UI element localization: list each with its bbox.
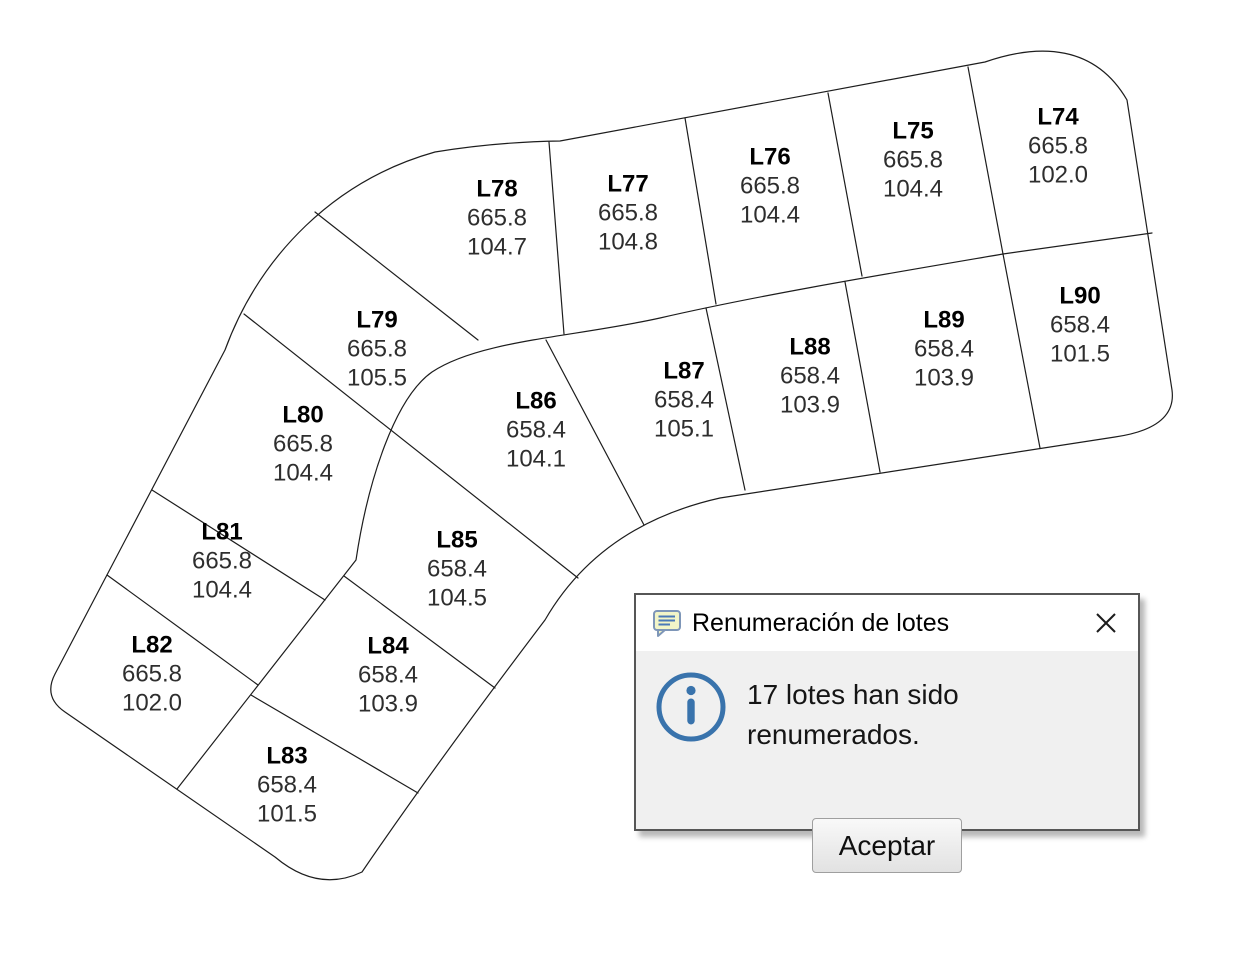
- lot-label-L82: L82: [131, 632, 172, 659]
- lot-label-L78: 665.8: [467, 205, 527, 232]
- dialog-renumeracion-de-lotes: Renumeración de lotes 17 lotes han sido …: [634, 593, 1140, 873]
- lot-divider-l77-l78: [548, 141, 565, 335]
- lot-divider-l79-l80: [243, 313, 579, 579]
- lot-label-L84: 103.9: [358, 691, 418, 718]
- lot-divider-l89-l90: [1002, 253, 1041, 449]
- lot-label-L90: L90: [1059, 283, 1100, 310]
- lot-divider-l83-l84: [250, 694, 419, 794]
- lot-label-L74: L74: [1037, 104, 1079, 131]
- lot-label-L88: L88: [789, 334, 830, 361]
- lot-label-L75: 665.8: [883, 147, 943, 174]
- lot-divider-l80-l81: [151, 489, 326, 601]
- dialog-message: 17 lotes han sido renumerados.: [747, 679, 959, 750]
- dialog-titlebar[interactable]: Renumeración de lotes: [636, 595, 1138, 651]
- lot-label-L81: L81: [201, 519, 242, 546]
- lot-label-L80: L80: [282, 402, 323, 429]
- lot-label-L90: 658.4: [1050, 312, 1110, 339]
- lot-divider-l84-l85: [343, 575, 496, 689]
- lot-labels: L74665.8102.0L75665.8104.4L76665.8104.4L…: [122, 104, 1110, 828]
- lot-label-L80: 104.4: [273, 460, 333, 487]
- lot-label-L82: 102.0: [122, 690, 182, 717]
- close-icon: [1096, 613, 1116, 633]
- lot-label-L74: 102.0: [1028, 162, 1088, 189]
- lot-divider-l75-l76: [827, 92, 863, 277]
- lot-label-L77: L77: [607, 171, 648, 198]
- lot-label-L75: L75: [892, 118, 933, 145]
- lot-divider-l86-l87: [545, 339, 645, 526]
- lot-label-L87: L87: [663, 358, 704, 385]
- lot-label-L88: 658.4: [780, 363, 840, 390]
- lot-label-L86: 104.1: [506, 446, 566, 473]
- outer-boundary: [50, 50, 1173, 881]
- lot-label-L79: 105.5: [347, 365, 407, 392]
- lot-label-L83: 101.5: [257, 801, 317, 828]
- lot-divider-l88-l89: [844, 281, 881, 473]
- lot-label-L83: 658.4: [257, 772, 317, 799]
- row-divider: [176, 232, 1153, 790]
- lot-label-L78: 104.7: [467, 234, 527, 261]
- lot-label-L88: 103.9: [780, 392, 840, 419]
- dialog-body: 17 lotes han sido renumerados. Aceptar: [636, 651, 1138, 873]
- lot-label-L80: 665.8: [273, 431, 333, 458]
- lot-label-L76: 665.8: [740, 173, 800, 200]
- lot-label-L84: L84: [367, 633, 409, 660]
- lot-label-L79: L79: [356, 307, 397, 334]
- lot-label-L87: 658.4: [654, 387, 714, 414]
- lot-divider-l87-l88: [705, 307, 746, 491]
- lot-label-L81: 665.8: [192, 548, 252, 575]
- lot-divider-l76-l77: [684, 117, 717, 305]
- lot-label-L74: 665.8: [1028, 133, 1088, 160]
- lot-divider-l81-l82: [106, 574, 259, 686]
- info-icon: [656, 672, 726, 742]
- accept-button[interactable]: Aceptar: [812, 818, 962, 873]
- lot-label-L85: 658.4: [427, 556, 487, 583]
- lot-label-L79: 665.8: [347, 336, 407, 363]
- lot-label-L85: L85: [436, 527, 477, 554]
- lot-label-L77: 665.8: [598, 200, 658, 227]
- message-bubble-icon: [652, 609, 682, 638]
- dialog-title: Renumeración de lotes: [692, 608, 950, 637]
- lot-label-L75: 104.4: [883, 176, 943, 203]
- lot-label-L83: L83: [266, 743, 307, 770]
- lot-label-L76: 104.4: [740, 202, 800, 229]
- close-button[interactable]: [1092, 609, 1120, 637]
- lot-label-L90: 101.5: [1050, 341, 1110, 368]
- lot-label-L77: 104.8: [598, 229, 658, 256]
- lot-label-L82: 665.8: [122, 661, 182, 688]
- lot-label-L81: 104.4: [192, 577, 252, 604]
- lot-label-L86: L86: [515, 388, 556, 415]
- lot-label-L89: 103.9: [914, 365, 974, 392]
- lot-label-L84: 658.4: [358, 662, 418, 689]
- lot-divider-l78-l79: [314, 211, 479, 341]
- lot-label-L86: 658.4: [506, 417, 566, 444]
- lot-label-L76: L76: [749, 144, 790, 171]
- lot-label-L89: L89: [923, 307, 964, 334]
- lot-label-L78: L78: [476, 176, 517, 203]
- lot-label-L89: 658.4: [914, 336, 974, 363]
- lot-divider-l74-l75: [967, 66, 1004, 255]
- lot-label-L85: 104.5: [427, 585, 487, 612]
- lot-label-L87: 105.1: [654, 416, 714, 443]
